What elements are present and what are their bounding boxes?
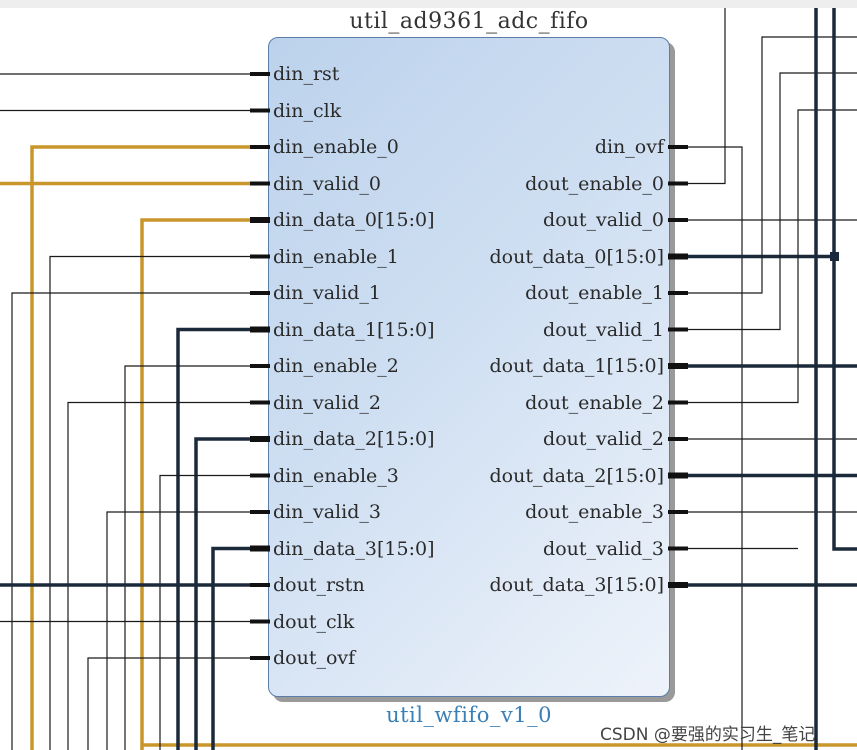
output-port-label: dout_valid_2 — [543, 428, 664, 450]
output-port-label: dout_data_1[15:0] — [489, 355, 664, 377]
ip-block[interactable] — [268, 37, 670, 697]
input-port-label: din_rst — [273, 63, 340, 85]
input-port-label: din_enable_2 — [273, 355, 399, 377]
output-pin — [668, 291, 688, 295]
net-wire-gold — [140, 218, 268, 750]
input-port-label: din_enable_1 — [273, 245, 399, 268]
output-port-label: dout_enable_3 — [525, 501, 664, 523]
output-pin — [668, 145, 688, 149]
output-port-label: dout_valid_0 — [543, 209, 664, 231]
input-pin — [250, 326, 270, 333]
input-pin — [250, 619, 270, 624]
net-wire-bus — [832, 8, 857, 551]
input-port-label: dout_clk — [273, 610, 355, 633]
output-pin — [668, 582, 688, 588]
input-port-label: din_enable_0 — [273, 136, 399, 158]
net-wire — [670, 36, 857, 294]
net-wire — [106, 511, 268, 750]
input-pin — [250, 656, 270, 660]
input-pin — [250, 72, 270, 76]
input-port-label: din_data_3[15:0] — [273, 537, 435, 560]
input-port-label: din_valid_0 — [273, 172, 381, 195]
watermark: CSDN @要强的实习生_笔记 — [600, 725, 816, 745]
output-port-label: din_ovf — [594, 136, 664, 158]
net-wire-bus — [194, 437, 268, 750]
top-edge-bar — [0, 0, 857, 8]
input-pin — [250, 583, 270, 587]
input-pin — [250, 400, 270, 405]
output-port-label: dout_data_3[15:0] — [489, 574, 664, 596]
output-pin — [668, 472, 688, 479]
output-port-label: dout_enable_1 — [525, 282, 664, 304]
input-pin — [250, 217, 270, 223]
net-wire — [670, 72, 857, 331]
output-pin — [668, 510, 688, 514]
input-port-label: dout_ovf — [273, 647, 356, 669]
output-pin — [668, 253, 688, 260]
output-port-label: dout_valid_3 — [543, 537, 664, 560]
net-wire-bus — [211, 546, 268, 750]
input-pin — [250, 364, 270, 368]
net-wire — [67, 401, 268, 750]
input-pin — [250, 545, 270, 552]
output-port-label: dout_valid_1 — [543, 318, 664, 341]
wire-layer — [0, 8, 857, 750]
output-pin — [668, 400, 688, 405]
output-port-label: dout_enable_2 — [525, 391, 664, 414]
input-port-label: din_valid_3 — [273, 501, 381, 523]
output-pin — [668, 327, 688, 332]
input-port-label: dout_rstn — [273, 574, 365, 596]
input-port-label: din_clk — [273, 99, 342, 122]
input-port-label: din_valid_2 — [273, 391, 381, 414]
input-port-label: din_valid_1 — [273, 282, 381, 304]
input-port-label: din_enable_3 — [273, 464, 399, 487]
block-instance-name: util_ad9361_adc_fifo — [349, 9, 589, 34]
input-pin — [250, 145, 270, 149]
input-pin — [250, 108, 270, 113]
input-pin — [250, 291, 270, 295]
junction-dot — [830, 252, 839, 261]
output-port-label: dout_enable_0 — [525, 172, 664, 195]
input-pin — [250, 473, 270, 478]
net-wire — [670, 8, 726, 185]
input-pin — [250, 181, 270, 186]
net-wire-gold — [30, 145, 268, 750]
net-wire-bus — [176, 327, 268, 750]
input-port-label: din_data_1[15:0] — [273, 318, 435, 341]
block-ip-name: util_wfifo_v1_0 — [386, 703, 552, 727]
net-wire — [11, 292, 268, 750]
net-wire — [670, 109, 857, 404]
input-pin — [250, 254, 270, 259]
output-port-label: dout_data_0[15:0] — [489, 245, 664, 268]
net-wire — [87, 657, 268, 750]
output-pin — [668, 218, 688, 222]
input-port-label: din_data_2[15:0] — [273, 428, 435, 450]
input-pin — [250, 436, 270, 442]
output-pin — [668, 181, 688, 186]
input-pin — [250, 510, 270, 514]
output-pin — [668, 363, 688, 369]
output-pin — [668, 437, 688, 441]
input-port-label: din_data_0[15:0] — [273, 209, 435, 231]
output-port-label: dout_data_2[15:0] — [489, 464, 664, 487]
output-pin — [668, 546, 688, 551]
